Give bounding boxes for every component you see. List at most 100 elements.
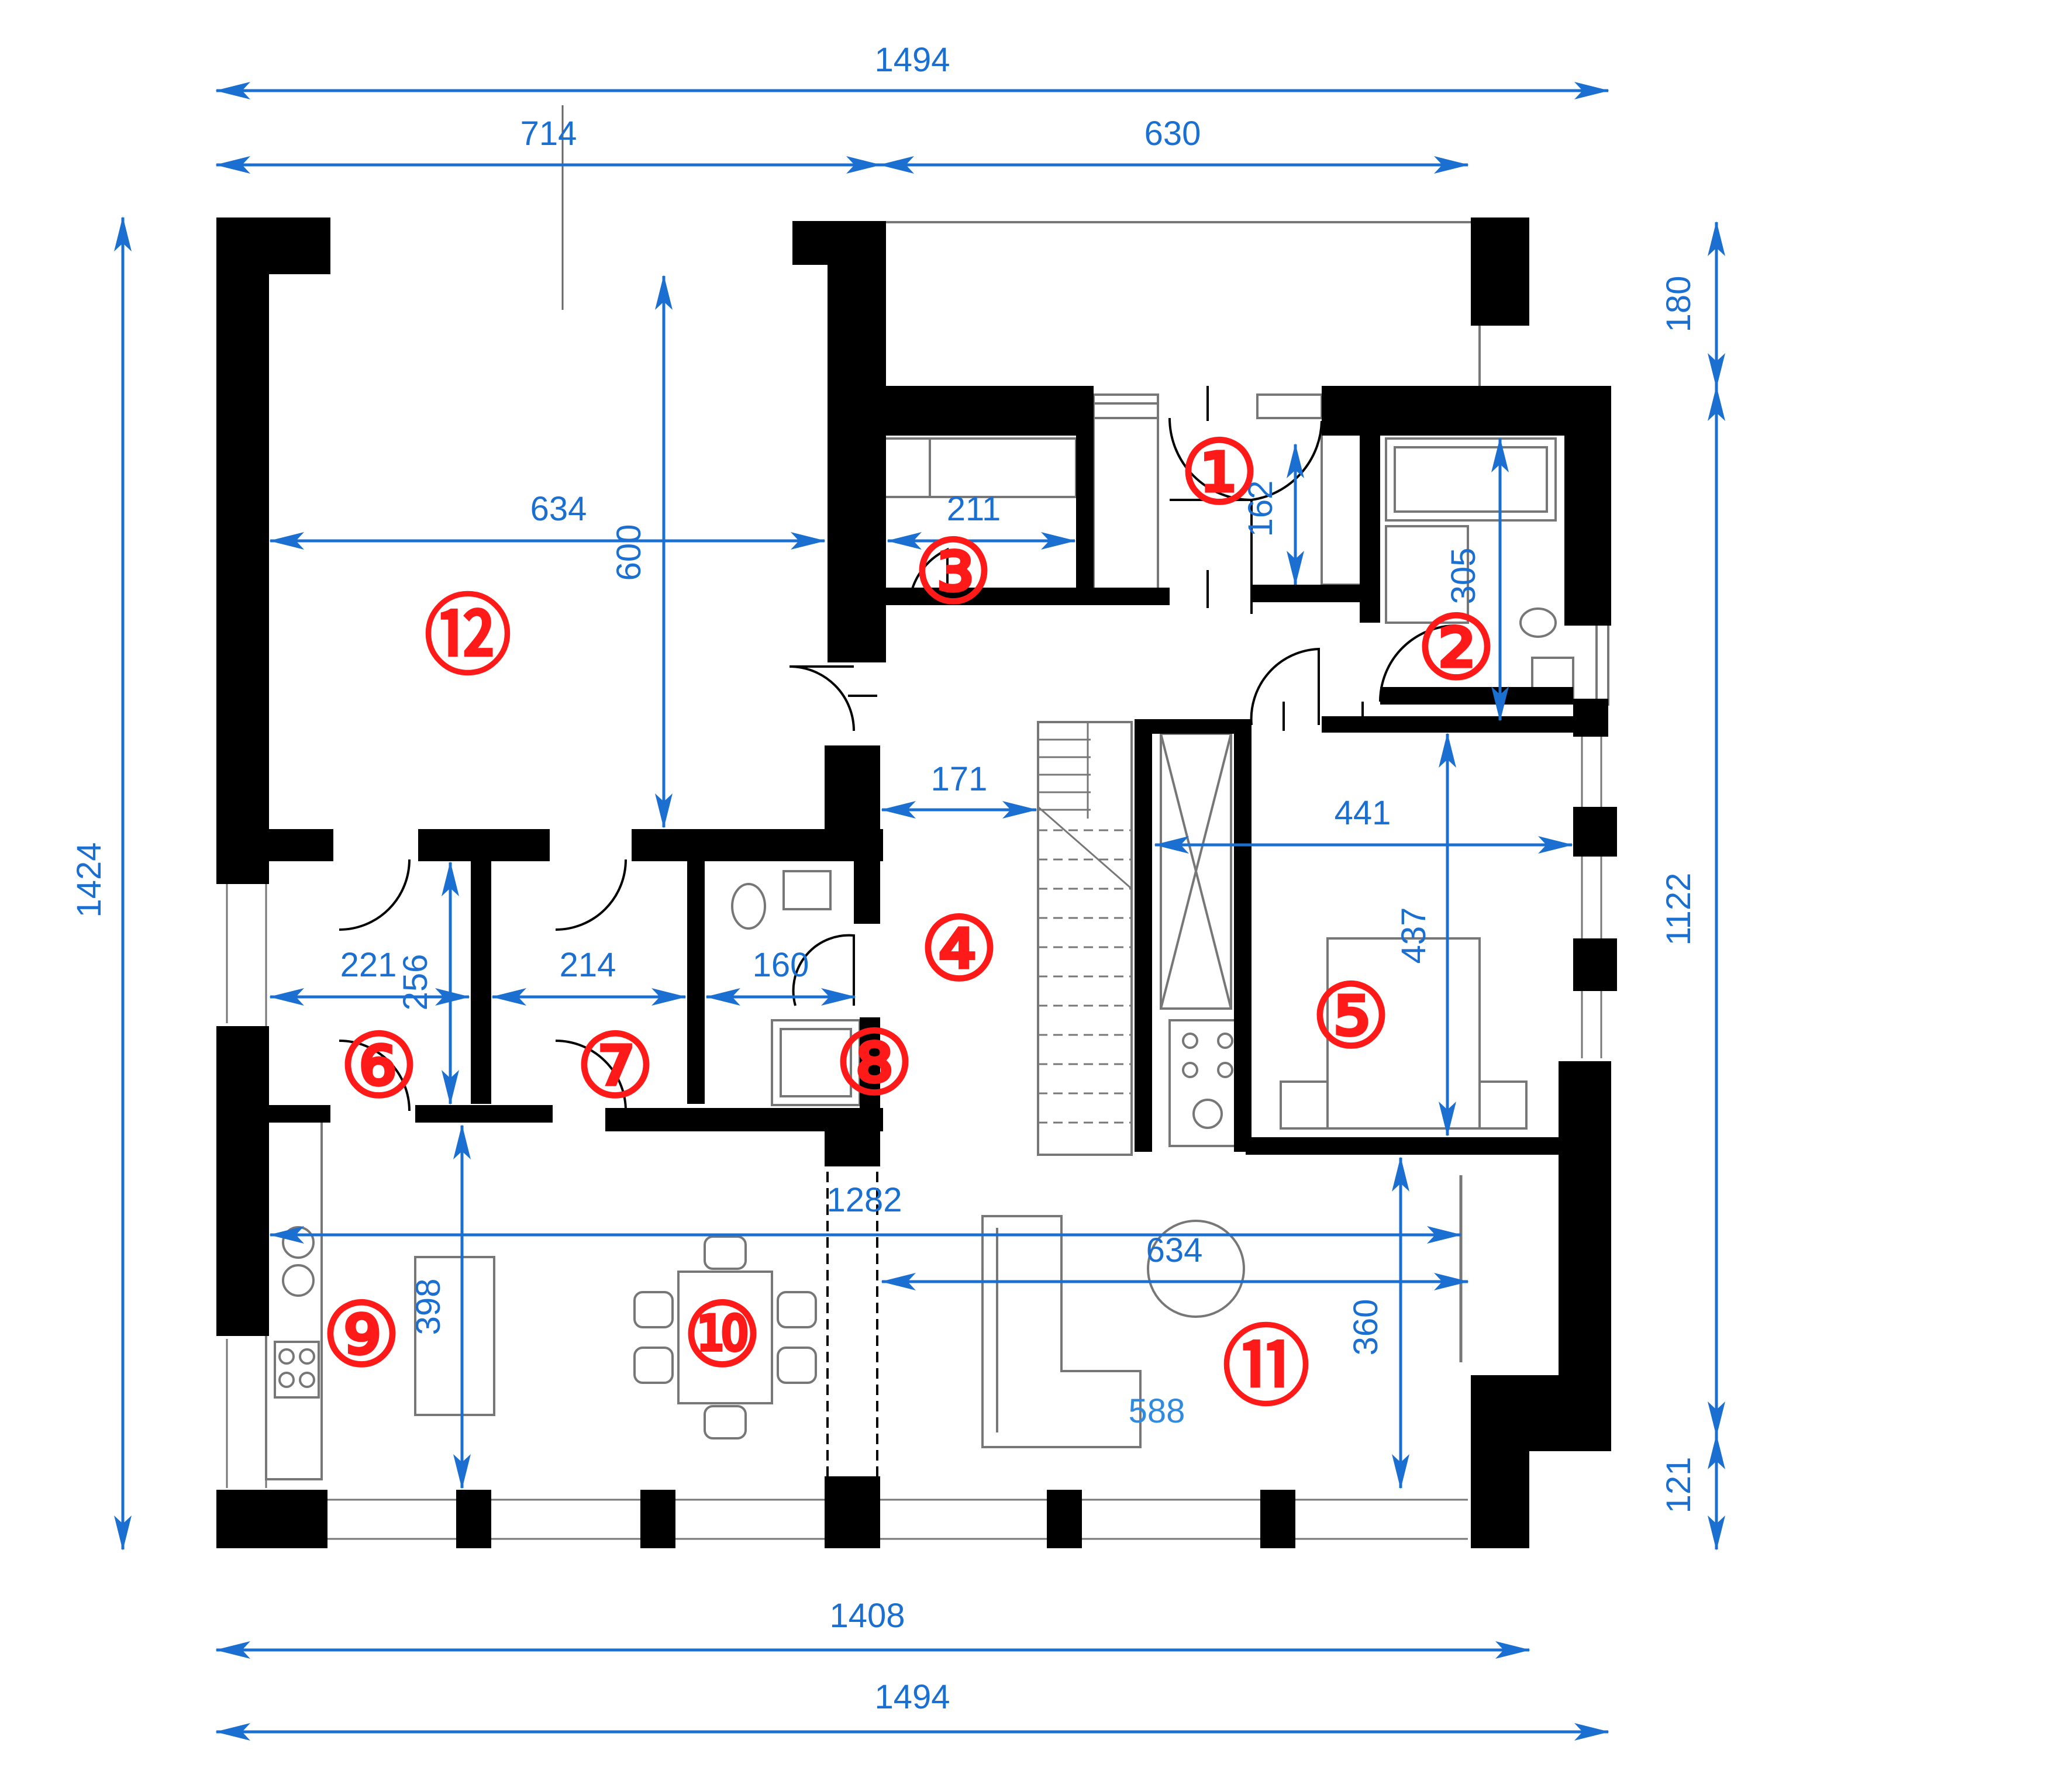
vent-top-2 xyxy=(1256,393,1323,419)
door-1 xyxy=(1168,417,1252,501)
dim-room8-width: 160 xyxy=(753,946,809,984)
room-label-5: ⑤ xyxy=(1312,967,1390,1065)
dim-room5-height: 437 xyxy=(1395,907,1433,964)
wall-room5-bottom xyxy=(1246,1137,1564,1155)
room-label-1: ① xyxy=(1180,423,1259,522)
wall-room1-bottom xyxy=(1252,585,1368,602)
wall-left-bottom xyxy=(216,1490,327,1548)
wall-mid-d xyxy=(471,829,491,1104)
toilet-8 xyxy=(731,883,766,930)
pier-bottom-1 xyxy=(456,1490,491,1548)
staircase xyxy=(1037,721,1133,1156)
wall-mid-c xyxy=(632,829,883,861)
dim-living-total-width: 1282 xyxy=(826,1181,902,1219)
window-2 xyxy=(1595,622,1609,706)
dim-room6-width: 221 xyxy=(340,946,397,984)
walls-layer xyxy=(216,218,1617,1548)
dim-left-overall: 1424 xyxy=(70,842,108,917)
room-label-9: ⑨ xyxy=(322,1286,401,1384)
vent-top-1 xyxy=(1092,393,1159,419)
cooktop-9 xyxy=(274,1341,320,1399)
dim-top-overall: 1494 xyxy=(874,41,950,79)
burner-3 xyxy=(1182,1062,1198,1078)
dim-top-right: 630 xyxy=(1144,115,1201,153)
wardrobe-3 xyxy=(882,437,1077,498)
wall-room5-right-stub xyxy=(1234,719,1252,1152)
dim-hall-width: 171 xyxy=(931,760,988,798)
dining-table xyxy=(677,1271,773,1404)
dim-top-left: 714 xyxy=(520,115,577,153)
dim-right-top: 180 xyxy=(1660,276,1698,333)
wall-mid-bottom-b xyxy=(415,1105,553,1123)
cooktop-9-b2 xyxy=(299,1348,315,1365)
dim-right-bottom: 121 xyxy=(1660,1457,1698,1514)
sink-kitchen xyxy=(1192,1099,1223,1129)
coffee-table xyxy=(1147,1220,1245,1318)
dim-bottom-overall: 1494 xyxy=(874,1678,950,1716)
door-7b xyxy=(555,1040,627,1111)
dim-room2-height: 305 xyxy=(1444,548,1483,605)
dim-room6-height: 256 xyxy=(397,954,435,1011)
dim-room7-width: 214 xyxy=(560,946,616,984)
door-12 xyxy=(789,665,855,731)
wall-room2-bottom xyxy=(1322,716,1573,733)
wall-top-mid xyxy=(886,386,1094,436)
pier-bottom-2 xyxy=(640,1490,675,1548)
dim-right-middle: 1122 xyxy=(1660,873,1698,946)
nightstand-left xyxy=(1280,1080,1329,1130)
room-label-8: ⑧ xyxy=(835,1014,913,1112)
wardrobe-5-x2 xyxy=(1160,733,1232,1009)
toilet-2 xyxy=(1519,607,1557,638)
closet-3b xyxy=(1092,402,1159,592)
nightstand-right xyxy=(1478,1080,1528,1130)
wall-top-right-post xyxy=(1471,218,1529,326)
bed xyxy=(1326,937,1481,1130)
shower-tray xyxy=(1385,525,1469,624)
burner-4 xyxy=(1217,1062,1233,1078)
chair-bottom xyxy=(704,1405,747,1439)
dim-room3-width: 211 xyxy=(947,490,1001,528)
chair-top xyxy=(704,1235,747,1270)
wall-mid-bottom-c xyxy=(605,1108,883,1131)
doors-layer xyxy=(339,386,1457,1111)
room-label-4: ④ xyxy=(920,900,998,998)
door-7 xyxy=(555,859,627,931)
sink-9b xyxy=(282,1264,315,1297)
pier-bottom-5 xyxy=(1260,1490,1295,1548)
dim-room12-height: 600 xyxy=(610,524,648,581)
wall-mid-a xyxy=(269,829,333,861)
door-5 xyxy=(1250,647,1320,726)
wall-room5-left xyxy=(1135,719,1152,1152)
kitchen-counter xyxy=(265,1116,323,1480)
wall-room5-top xyxy=(1135,719,1252,734)
dim-sofa-length: 588 xyxy=(1129,1392,1185,1430)
wall-left-mid xyxy=(216,1026,269,1336)
wall-mid-bottom-a xyxy=(269,1105,330,1123)
chair-left-2 xyxy=(633,1347,674,1384)
wall-center-tall xyxy=(828,221,886,662)
dim-room1-height: 162 xyxy=(1242,481,1280,537)
sink-9a xyxy=(282,1226,315,1259)
wall-center-lower-b xyxy=(854,859,880,924)
room-label-12: ⑫ xyxy=(424,587,512,685)
wall-room2-bottom-b xyxy=(1380,687,1573,705)
wall-left-top xyxy=(216,218,269,884)
room-label-10: ⑩ xyxy=(683,1286,761,1384)
room-labels: ① ② ③ ④ ⑤ ⑥ ⑦ ⑧ ⑨ ⑩ ⑪ ⑫ xyxy=(322,423,1495,1416)
pier-bottom-3 xyxy=(825,1476,880,1548)
pier-bottom-4 xyxy=(1047,1490,1082,1548)
room-label-6: ⑥ xyxy=(340,1017,418,1115)
wall-room2-left xyxy=(1360,436,1380,623)
cooktop-9-b4 xyxy=(299,1372,315,1388)
room-label-11: ⑪ xyxy=(1222,1318,1310,1416)
room-label-3: ③ xyxy=(914,523,992,621)
stair-steps xyxy=(1037,722,1132,1124)
bathtub-8-inner xyxy=(780,1028,852,1097)
cooktop-9-b3 xyxy=(278,1372,295,1388)
door-6b xyxy=(339,1040,411,1111)
room-label-7: ⑦ xyxy=(576,1017,654,1115)
dimension-labels: 1494 714 630 1424 180 1122 121 1408 1494… xyxy=(70,41,1698,1716)
bathtub-inner xyxy=(1394,446,1548,513)
furniture-layer xyxy=(226,105,1609,1540)
